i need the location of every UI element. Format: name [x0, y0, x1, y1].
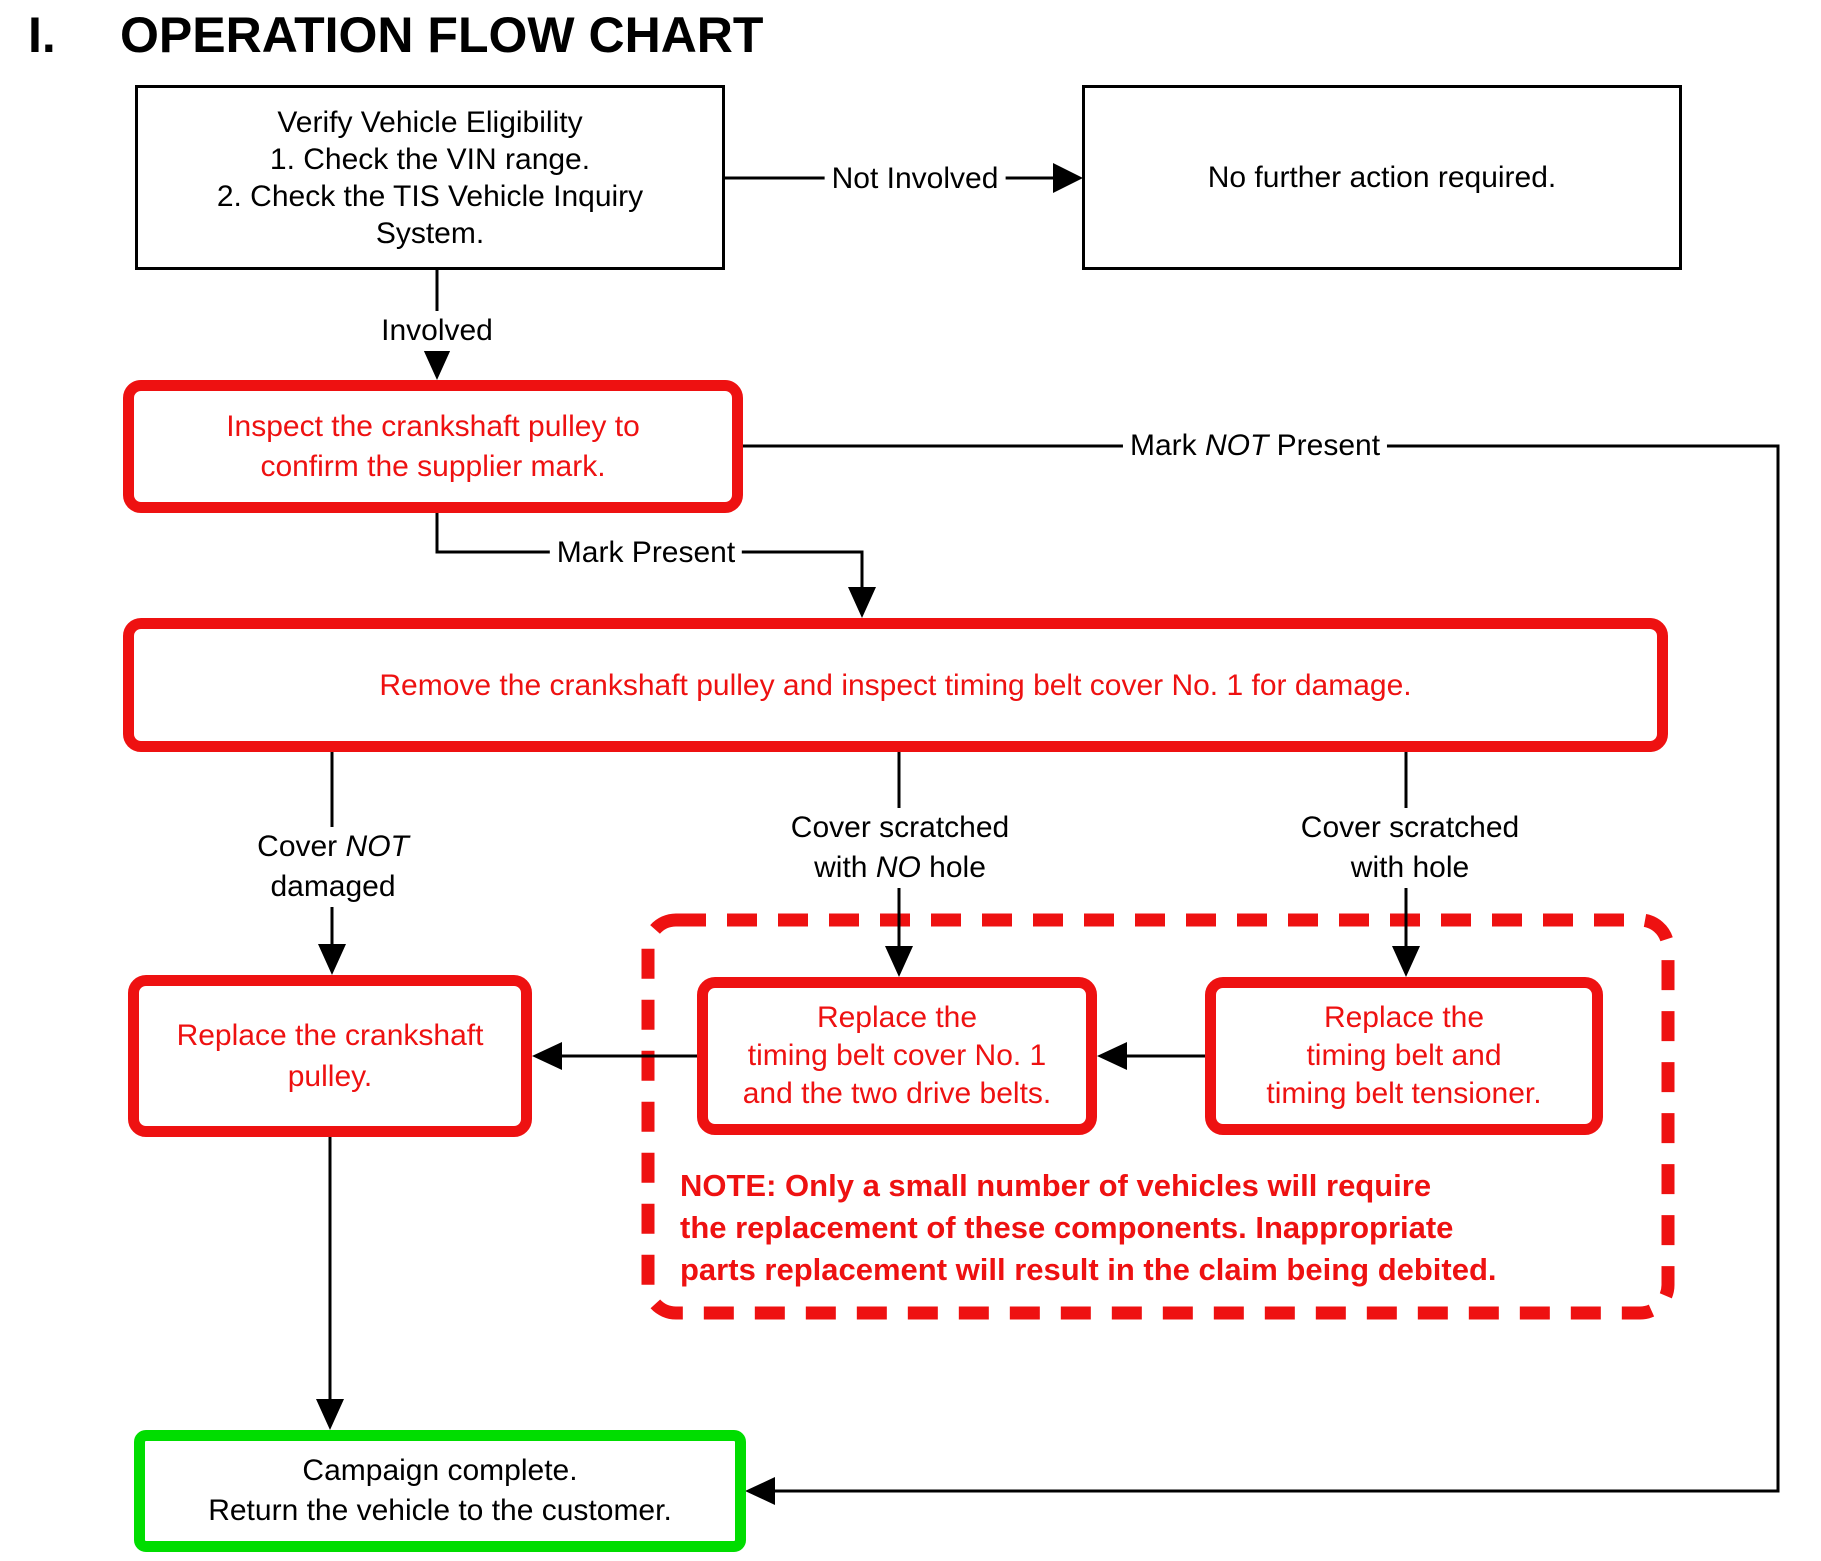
edge-mark-not-present	[743, 444, 1780, 1505]
node-line: confirm the supplier mark.	[260, 449, 606, 483]
title-text: OPERATION FLOW CHART	[120, 7, 764, 63]
note-line: the replacement of these components. Ina…	[680, 1210, 1454, 1245]
node-campaign-complete: Campaign complete. Return the vehicle to…	[134, 1430, 746, 1552]
note-text: NOTE: Only a small number of vehicles wi…	[680, 1165, 1640, 1291]
note-line: parts replacement will result in the cla…	[680, 1252, 1497, 1287]
node-replace-crankshaft-pulley: Replace the crankshaft pulley.	[128, 975, 532, 1137]
node-line: 1. Check the VIN range.	[269, 142, 591, 176]
edge-label-mark-not-present: Mark NOT Present	[1122, 426, 1388, 466]
title-numeral: I.	[28, 7, 56, 63]
edge-label-not-involved: Not Involved	[824, 159, 1006, 199]
node-line: Replace the	[816, 1001, 978, 1034]
node-line: Campaign complete.	[302, 1454, 578, 1487]
edge-pulley-to-complete	[316, 1137, 344, 1430]
node-replace-timing-belt-tensioner: Replace the timing belt and timing belt …	[1205, 977, 1603, 1135]
node-line: pulley.	[287, 1060, 373, 1093]
node-line: Verify Vehicle Eligibility	[277, 105, 583, 139]
note-line: NOTE: Only a small number of vehicles wi…	[680, 1168, 1432, 1203]
node-line: timing belt cover No. 1	[747, 1039, 1047, 1072]
node-line: 2. Check the TIS Vehicle Inquiry	[216, 179, 644, 213]
edge-label-cover-scratched-hole: Cover scratched with hole	[1293, 808, 1527, 888]
edge-belt-to-cover	[1097, 1042, 1205, 1070]
node-line: Replace the	[1323, 1001, 1485, 1034]
node-line: Replace the crankshaft	[176, 1019, 484, 1052]
node-inspect-pulley: Inspect the crankshaft pulley to confirm…	[123, 380, 743, 513]
node-line: Return the vehicle to the customer.	[208, 1494, 672, 1527]
node-verify-eligibility: Verify Vehicle Eligibility 1. Check the …	[135, 85, 725, 270]
edge-label-cover-not-damaged: Cover NOT damaged	[250, 827, 416, 907]
edge-label-involved: Involved	[374, 311, 500, 351]
node-remove-pulley-inspect-cover: Remove the crankshaft pulley and inspect…	[123, 618, 1668, 752]
node-line: No further action required.	[1207, 161, 1557, 194]
node-line: timing belt tensioner.	[1266, 1077, 1542, 1110]
edge-label-mark-present: Mark Present	[549, 533, 743, 573]
node-line: Inspect the crankshaft pulley to	[226, 409, 640, 443]
page-title: I. OPERATION FLOW CHART	[28, 6, 763, 64]
node-line: timing belt and	[1306, 1039, 1502, 1072]
note-dashed-border	[641, 913, 1675, 1320]
node-line: Remove the crankshaft pulley and inspect…	[379, 668, 1412, 702]
node-replace-timing-belt-cover: Replace the timing belt cover No. 1 and …	[697, 977, 1097, 1135]
node-line: and the two drive belts.	[742, 1077, 1052, 1110]
edge-label-cover-scratched-no-hole: Cover scratched with NO hole	[783, 808, 1017, 888]
edge-cover-to-pulley	[532, 1042, 697, 1070]
node-line: System.	[375, 216, 485, 250]
node-no-further-action: No further action required.	[1082, 85, 1682, 270]
